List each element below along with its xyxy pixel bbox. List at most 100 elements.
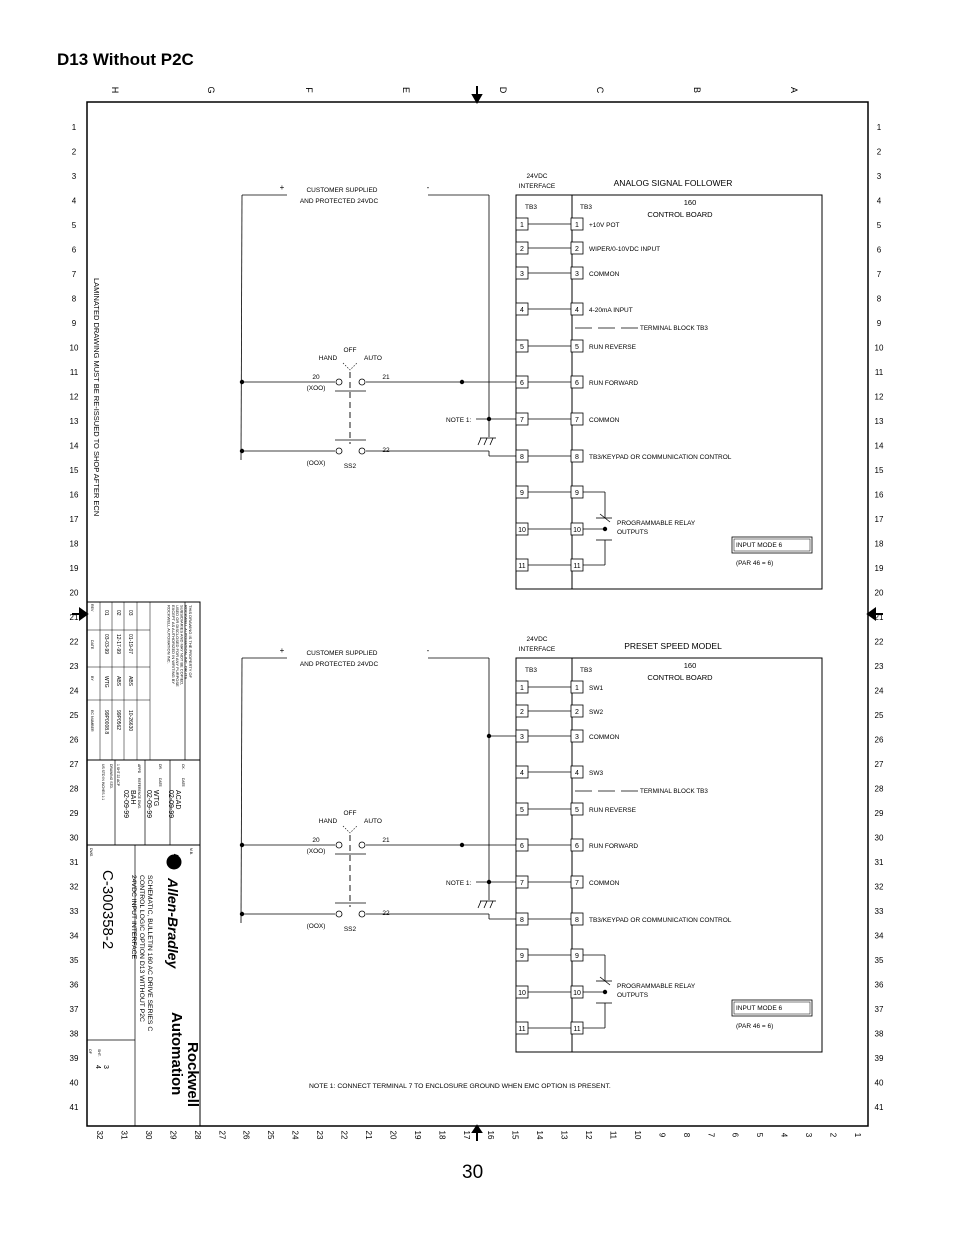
column-letter: F (304, 87, 314, 93)
switch-contact (358, 378, 366, 386)
row-number: 8 (72, 295, 77, 304)
terminal-number: 7 (575, 417, 579, 424)
emc-ground-note: NOTE 1: CONNECT TERMINAL 7 TO ENCLOSURE … (309, 1083, 611, 1090)
ground-symbol-icon (489, 437, 494, 446)
switch-position-code: (OOX) (307, 923, 326, 930)
revision-date: 03-03-99 (103, 634, 109, 654)
section-heading: ANALOG SIGNAL FOLLOWER (614, 178, 733, 188)
row-number: 39 (875, 1054, 884, 1063)
terminal-number: 8 (575, 917, 579, 924)
column-number: 15 (511, 1131, 520, 1140)
column-letter: G (206, 86, 216, 93)
switch-contact (358, 910, 366, 918)
supply-plus: + (280, 183, 285, 192)
company-name-line-2: Automation (168, 1012, 185, 1095)
supply-positive-wire (240, 657, 243, 924)
terminal-number: 8 (520, 917, 524, 924)
row-number: 21 (70, 613, 79, 622)
terminal-block-legend: TERMINAL BLOCK TB3 (640, 325, 708, 332)
title-block-small-label: DWG. (89, 848, 93, 857)
terminal-number: 11 (518, 1026, 525, 1033)
terminal-number: 4 (575, 770, 579, 777)
terminal-number: 3 (575, 734, 579, 741)
column-number: 10 (633, 1131, 642, 1140)
relay-label: OUTPUTS (617, 992, 649, 999)
section-heading: PRESET SPEED MODEL (624, 641, 722, 651)
terminal-number: 7 (520, 417, 524, 424)
row-number: 33 (70, 907, 79, 916)
revision-header: EC NUMBER (90, 710, 94, 732)
column-number: 18 (437, 1131, 446, 1140)
column-number: 1 (853, 1133, 862, 1138)
ground-symbol-icon (483, 437, 488, 446)
row-number: 14 (70, 442, 79, 451)
parameter-label: (PAR 46 = 6) (736, 1023, 773, 1030)
row-number: 2 (72, 148, 77, 157)
terminal-function-label: TB3/KEYPAD OR COMMUNICATION CONTROL (589, 454, 732, 461)
relay-label: PROGRAMMABLE RELAY (617, 520, 696, 527)
row-number: 16 (70, 491, 79, 500)
title-block-small-label: 1 SHT 22 ACP (116, 764, 120, 787)
row-number: 17 (70, 515, 79, 524)
row-number: 24 (70, 687, 79, 696)
terminal-number: 8 (520, 454, 524, 461)
control-board-label: 160 (684, 198, 697, 207)
switch-position-indicator-icon (342, 362, 358, 371)
switch-position-code: (OOX) (307, 460, 326, 467)
switch-hand-label: HAND (319, 355, 338, 362)
terminal-number: 2 (520, 709, 524, 716)
row-number: 22 (875, 638, 884, 647)
terminal-number: 5 (575, 807, 579, 814)
interface-label: 24VDC (527, 173, 548, 180)
row-number: 16 (875, 491, 884, 500)
column-number: 20 (388, 1131, 397, 1140)
terminal-function-label: RUN FORWARD (589, 380, 638, 387)
junction-dot (459, 842, 465, 848)
sheet-count: 4 (94, 1065, 101, 1069)
row-number: 31 (70, 858, 79, 867)
column-number: 2 (829, 1133, 838, 1138)
relay-label: PROGRAMMABLE RELAY (617, 983, 696, 990)
terminal-block-label: TB3 (525, 667, 537, 674)
revision-ecn: 99P0008.8 (103, 710, 109, 734)
sheet-number: 3 (102, 1065, 109, 1069)
title-block-small-label: M.B. (189, 848, 193, 855)
terminal-function-label: COMMON (589, 271, 620, 278)
row-number: 17 (875, 515, 884, 524)
terminal-number: 1 (575, 222, 579, 229)
terminal-block-label: TB3 (580, 667, 592, 674)
row-number: 35 (875, 956, 884, 965)
terminal-number: 8 (575, 454, 579, 461)
row-number: 20 (70, 589, 79, 598)
terminal-function-label: RUN FORWARD (589, 843, 638, 850)
row-number: 18 (70, 540, 79, 549)
input-mode-box (731, 536, 813, 554)
switch-hand-label: HAND (319, 818, 338, 825)
terminal-number: 5 (575, 344, 579, 351)
row-number: 15 (875, 466, 884, 475)
row-number: 34 (875, 932, 884, 941)
column-number: 9 (657, 1133, 666, 1138)
terminal-number: 7 (520, 880, 524, 887)
column-number: 32 (95, 1131, 104, 1140)
column-number: 6 (731, 1133, 740, 1138)
row-number: 30 (875, 834, 884, 843)
input-mode-label: INPUT MODE 6 (736, 1005, 782, 1012)
row-number: 38 (875, 1030, 884, 1039)
frame-border (86, 101, 869, 1127)
column-number: 3 (804, 1133, 813, 1138)
terminal-number: 11 (573, 1026, 580, 1033)
row-number: 10 (875, 344, 884, 353)
supply-label: CUSTOMER SUPPLIED (306, 650, 377, 657)
row-number: 28 (70, 785, 79, 794)
switch-position-code: (XOO) (307, 848, 326, 855)
row-number: 39 (70, 1054, 79, 1063)
switch-position-indicator-icon (342, 825, 358, 834)
terminal-function-label: COMMON (589, 734, 620, 741)
terminal-function-label: SW1 (589, 685, 603, 692)
switch-contact (335, 910, 343, 918)
column-number: 12 (584, 1131, 593, 1140)
terminal-function-label: WIPER/0-10VDC INPUT (589, 246, 660, 253)
row-number: 29 (70, 809, 79, 818)
row-number: 12 (70, 393, 79, 402)
